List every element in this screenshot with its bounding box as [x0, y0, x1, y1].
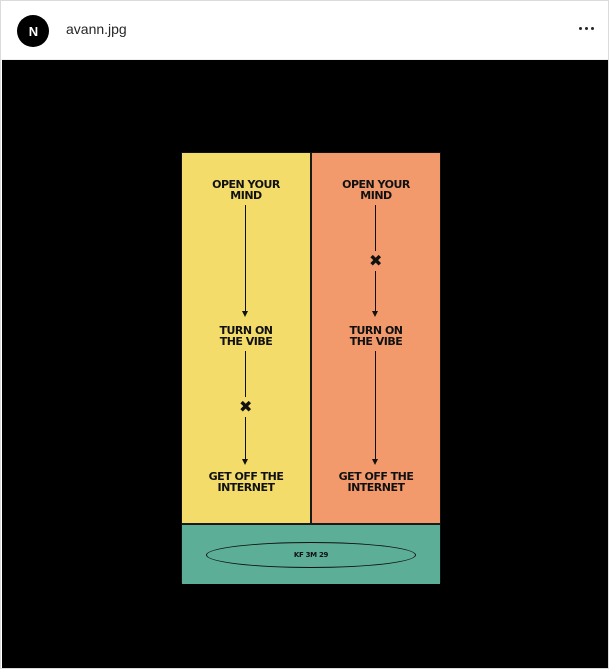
- username-link[interactable]: avann.jpg: [66, 21, 127, 37]
- left-arrow-line-2: [245, 351, 246, 397]
- poster-left-column: OPEN YOUR MIND TURN ON THE VIBE ✖ GET OF…: [182, 153, 312, 523]
- right-arrow-line-2: [375, 271, 376, 313]
- left-phrase-middle: TURN ON THE VIBE: [219, 324, 274, 348]
- left-arrow-line-1: [245, 205, 246, 313]
- right-phrase-top: OPEN YOUR MIND: [342, 178, 410, 202]
- right-arrow-line-1: [375, 205, 376, 251]
- left-arrow-line-3: [245, 417, 246, 461]
- avatar[interactable]: N: [17, 15, 49, 47]
- post-header: N avann.jpg: [1, 1, 608, 60]
- poster-footer: KF 3M 29: [182, 523, 440, 584]
- cross-icon: ✖: [369, 251, 383, 270]
- right-phrase-middle: TURN ON THE VIBE: [349, 324, 404, 348]
- dot: [578, 26, 582, 30]
- left-phrase-top: OPEN YOUR MIND: [212, 178, 280, 202]
- arrow-down-icon: [242, 311, 248, 317]
- cross-icon: ✖: [239, 397, 253, 416]
- left-phrase-bottom: GET OFF THE INTERNET: [208, 470, 284, 494]
- arrow-down-icon: [242, 459, 248, 465]
- dot: [590, 26, 594, 30]
- poster: OPEN YOUR MIND TURN ON THE VIBE ✖ GET OF…: [181, 152, 441, 584]
- arrow-down-icon: [372, 311, 378, 317]
- poster-footer-label: KF 3M 29: [206, 542, 416, 568]
- poster-right-column: OPEN YOUR MIND ✖ TURN ON THE VIBE GET OF…: [312, 153, 440, 523]
- right-arrow-line-3: [375, 351, 376, 461]
- more-options-icon[interactable]: [576, 18, 596, 38]
- post-image[interactable]: OPEN YOUR MIND TURN ON THE VIBE ✖ GET OF…: [2, 60, 608, 668]
- arrow-down-icon: [372, 459, 378, 465]
- dot: [584, 26, 588, 30]
- right-phrase-bottom: GET OFF THE INTERNET: [338, 470, 414, 494]
